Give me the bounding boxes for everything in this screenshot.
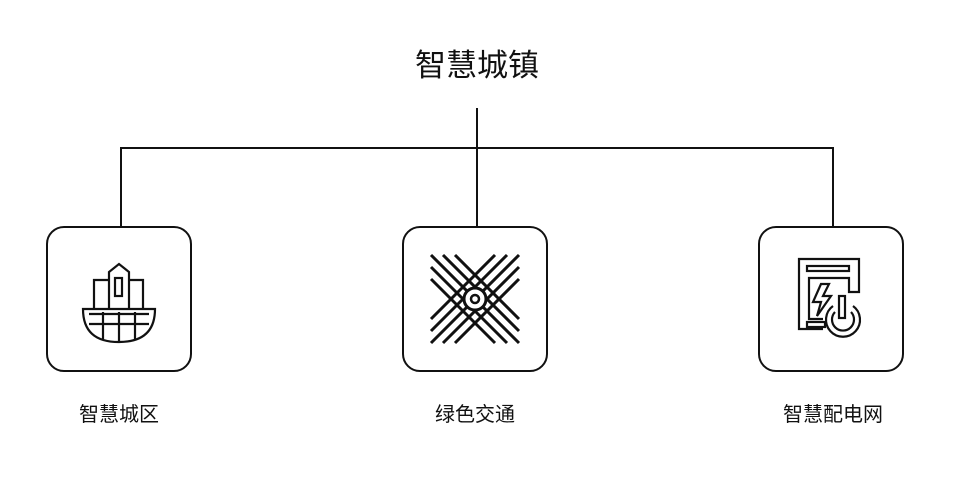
node-green-transport[interactable]	[402, 226, 548, 372]
node-smart-grid[interactable]	[758, 226, 904, 372]
node-smart-district[interactable]	[46, 226, 192, 372]
node-label: 智慧配电网	[783, 402, 883, 426]
crossroad-icon	[429, 253, 521, 345]
city-globe-icon	[81, 262, 157, 344]
power-grid-icon	[797, 257, 862, 338]
root-title: 智慧城镇	[415, 48, 539, 84]
node-label: 智慧城区	[79, 402, 159, 426]
node-label: 绿色交通	[435, 402, 515, 426]
